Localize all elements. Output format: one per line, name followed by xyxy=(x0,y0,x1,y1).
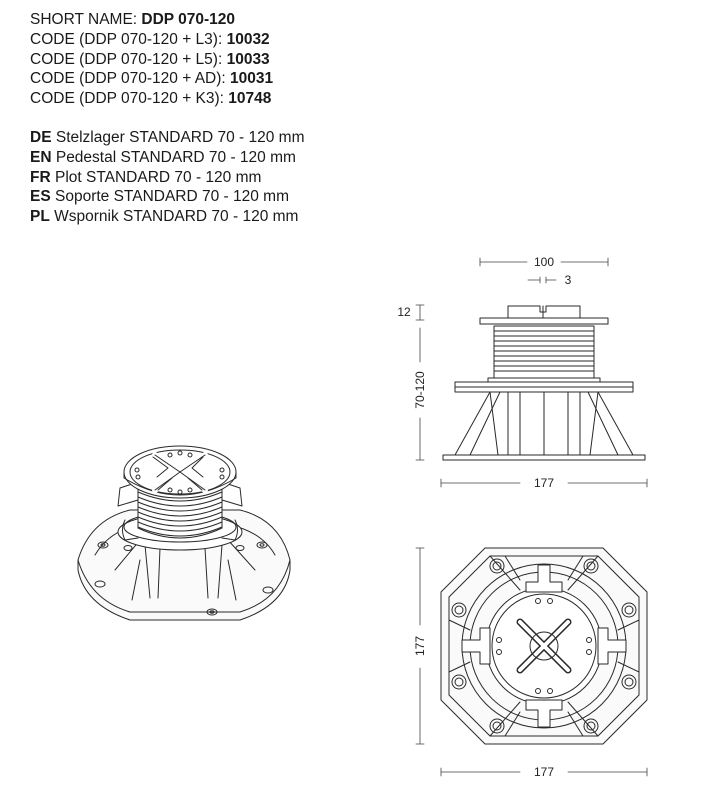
code-value: 10748 xyxy=(228,90,272,108)
code-row: CODE (DDP 070-120 + K3): 10748 xyxy=(30,89,305,109)
dim-plan-height: 177 xyxy=(413,636,427,656)
code-label: CODE (DDP 070-120 + L3): xyxy=(30,30,227,48)
translation-row: FR Plot STANDARD 70 - 120 mm xyxy=(30,168,305,188)
mounting-hole xyxy=(451,674,467,690)
code-row: CODE (DDP 070-120 + AD): 10031 xyxy=(30,69,305,89)
short-name-value: DDP 070-120 xyxy=(141,11,236,28)
dim-base-width-side: 177 xyxy=(534,476,554,490)
translation-text: Stelzlager STANDARD 70 - 120 mm xyxy=(51,128,305,146)
code-label: CODE (DDP 070-120 + L5): xyxy=(30,50,227,68)
code-row: CODE (DDP 070-120 + L3): 10032 xyxy=(30,30,305,50)
mounting-hole xyxy=(621,602,637,618)
mounting-hole xyxy=(451,602,467,618)
code-value: 10033 xyxy=(226,50,270,68)
code-label: CODE (DDP 070-120 + K3): xyxy=(30,90,229,108)
lang-code: FR xyxy=(30,168,51,186)
plan-view xyxy=(440,547,648,745)
isometric-view xyxy=(77,445,291,621)
dimension-lines: 100 3 12 70-120 177 177 177 xyxy=(397,255,648,779)
code-value: 10031 xyxy=(230,70,274,88)
dim-plan-width: 177 xyxy=(534,765,554,779)
lang-code: PL xyxy=(30,208,50,226)
dim-head-height: 12 xyxy=(397,305,411,319)
translation-row: PL Wspornik STANDARD 70 - 120 mm xyxy=(30,207,305,227)
dim-slot-width: 3 xyxy=(565,273,572,287)
code-label: CODE (DDP 070-120 + AD): xyxy=(30,70,231,88)
code-value: 10032 xyxy=(226,30,270,48)
dim-top-width: 100 xyxy=(534,255,554,269)
translation-text: Pedestal STANDARD 70 - 120 mm xyxy=(51,148,296,166)
mounting-hole xyxy=(489,558,505,574)
lang-code: EN xyxy=(30,148,52,166)
lang-code: ES xyxy=(30,188,51,206)
short-name-label: SHORT NAME: xyxy=(30,11,142,28)
mounting-hole xyxy=(489,718,505,734)
translation-row: ES Soporte STANDARD 70 - 120 mm xyxy=(30,187,305,207)
dim-height-range: 70-120 xyxy=(413,371,427,409)
short-name-row: SHORT NAME: DDP 070-120 xyxy=(30,10,305,30)
code-row: CODE (DDP 070-120 + L5): 10033 xyxy=(30,50,305,70)
spec-block: SHORT NAME: DDP 070-120 CODE (DDP 070-12… xyxy=(30,10,305,227)
translation-row: DE Stelzlager STANDARD 70 - 120 mm xyxy=(30,128,305,148)
mounting-hole xyxy=(621,674,637,690)
translation-row: EN Pedestal STANDARD 70 - 120 mm xyxy=(30,148,305,168)
translation-text: Plot STANDARD 70 - 120 mm xyxy=(50,168,262,186)
mounting-hole xyxy=(583,718,599,734)
translation-text: Wspornik STANDARD 70 - 120 mm xyxy=(49,208,299,226)
mounting-hole xyxy=(583,558,599,574)
side-elevation-view xyxy=(442,305,646,461)
translation-text: Soporte STANDARD 70 - 120 mm xyxy=(50,188,290,206)
lang-code: DE xyxy=(30,128,52,146)
